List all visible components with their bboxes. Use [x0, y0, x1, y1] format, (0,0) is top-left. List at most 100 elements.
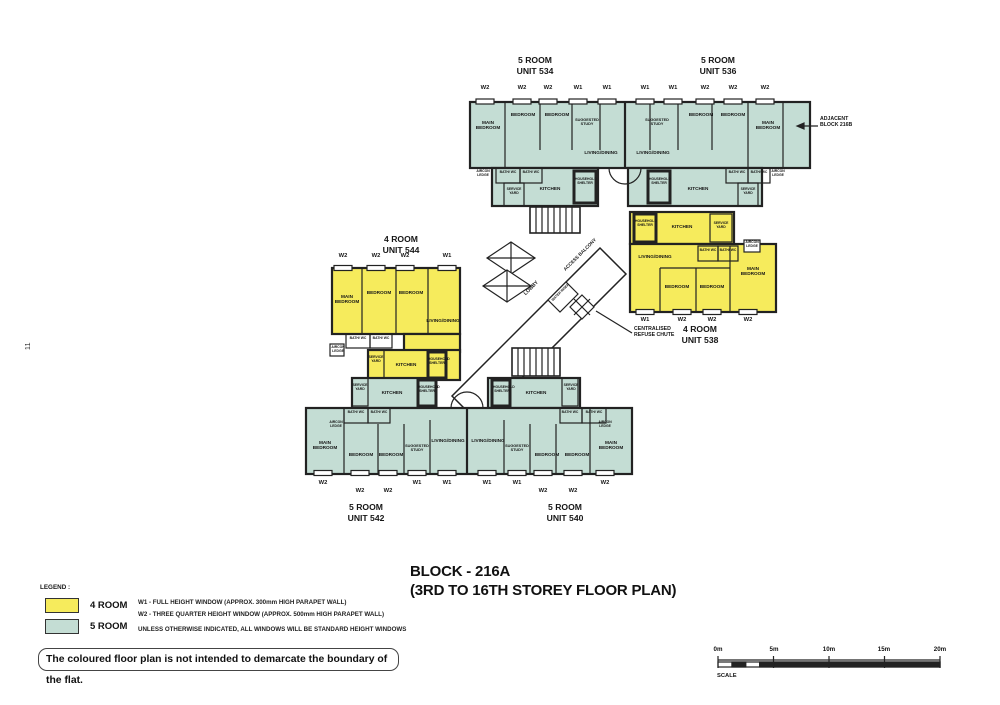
- adjacent-block-line1: ADJACENT: [820, 116, 849, 122]
- room-label: HOUSEHOLD SHELTER: [418, 385, 440, 393]
- window-marker: W2: [318, 480, 328, 486]
- room-label: SUGGESTED STUDY: [645, 118, 669, 127]
- adjacent-block-label: ADJACENT BLOCK 216B: [820, 116, 868, 129]
- unit-536-number: UNIT 536: [699, 66, 737, 77]
- room-label: BATH/ WC: [522, 170, 540, 174]
- window-marker: W1: [442, 480, 452, 486]
- scale-tick-20: 20m: [933, 646, 947, 653]
- window-marker: W2: [728, 85, 738, 91]
- room-label: BATH/ WC: [750, 170, 768, 174]
- unit-544-number: UNIT 544: [382, 245, 420, 256]
- room-label: MAIN BEDROOM: [598, 440, 624, 451]
- window-marker: W1: [640, 85, 650, 91]
- block-bottom-5room: [304, 376, 634, 477]
- room-label: BATH/ WC: [585, 410, 603, 414]
- legend-note-default: UNLESS OTHERWISE INDICATED, ALL WINDOWS …: [138, 626, 407, 633]
- page-number: 11: [22, 342, 32, 351]
- unit-534-number: UNIT 534: [516, 66, 554, 77]
- legend-swatch-4room: [45, 598, 79, 613]
- room-label: BATH/ WC: [728, 170, 746, 174]
- room-label: AIRCON LEDGE: [476, 169, 490, 177]
- room-label: BEDROOM: [534, 452, 560, 457]
- window-marker: W2: [355, 488, 365, 494]
- room-label: KITCHEN: [395, 362, 417, 367]
- unit-544-4room: [329, 264, 462, 382]
- room-label: BATH/ WC: [349, 336, 367, 340]
- room-label: MAIN BEDROOM: [312, 440, 338, 451]
- room-label: BATH/ WC: [370, 410, 388, 414]
- refuse-chute-line2: REFUSE CHUTE: [634, 331, 675, 338]
- adjacent-block-line2: BLOCK 216B: [820, 121, 853, 128]
- window-marker: W2: [700, 85, 710, 91]
- unit-title-544: 4 ROOM UNIT 544: [361, 234, 441, 256]
- room-label: AIRCON LEDGE: [329, 420, 343, 428]
- legend-note-w1: W1 - FULL HEIGHT WINDOW (APPROX. 300mm H…: [138, 599, 347, 606]
- legend-label-5room: 5 ROOM: [90, 621, 128, 632]
- room-label: BATH/ WC: [719, 248, 737, 252]
- room-label: BEDROOM: [564, 452, 590, 457]
- unit-540-number: UNIT 540: [546, 513, 584, 524]
- room-label: BEDROOM: [366, 290, 392, 295]
- lift-shafts: [481, 241, 537, 303]
- refuse-chute-box: [569, 294, 595, 320]
- room-label: KITCHEN: [381, 390, 403, 395]
- water-riser-box: [547, 281, 579, 313]
- room-label: KITCHEN: [687, 186, 709, 191]
- room-label: BATH/ WC: [699, 248, 717, 252]
- room-label: BATH/ WC: [347, 410, 365, 414]
- room-label: BEDROOM: [510, 112, 536, 117]
- unit-title-534: 5 ROOM UNIT 534: [495, 55, 575, 77]
- scale-tick-15: 15m: [877, 646, 891, 653]
- room-label: HOUSEHOLD SHELTER: [575, 177, 597, 185]
- window-marker: W2: [743, 317, 753, 323]
- room-label: BEDROOM: [664, 284, 690, 289]
- window-marker: W2: [538, 488, 548, 494]
- staircase-top: [529, 206, 581, 234]
- legend-label-4room: 4 ROOM: [90, 600, 128, 611]
- window-marker: W1: [668, 85, 678, 91]
- room-label: SUGGESTED STUDY: [405, 444, 429, 453]
- title-block: BLOCK - 216A: [410, 563, 511, 580]
- window-marker: W2: [480, 85, 490, 91]
- room-label: BATH/ WC: [372, 336, 390, 340]
- unit-title-542: 5 ROOM UNIT 542: [326, 502, 406, 524]
- legend-swatch-5room: [45, 619, 79, 634]
- room-label: BEDROOM: [348, 452, 374, 457]
- window-marker: W2: [707, 317, 717, 323]
- room-label: HOUSEHOLD SHELTER: [649, 177, 671, 185]
- legend-note-w2: W2 - THREE QUARTER HEIGHT WINDOW (APPROX…: [138, 611, 385, 618]
- window-marker: W2: [600, 480, 610, 486]
- room-label: SERVICE YARD: [352, 383, 368, 391]
- window-marker: W1: [602, 85, 612, 91]
- window-marker: W2: [371, 253, 381, 259]
- room-label: AIRCON LEDGE: [771, 169, 785, 177]
- window-marker: W1: [573, 85, 583, 91]
- room-label: SERVICE YARD: [563, 383, 579, 391]
- room-label: MAIN BEDROOM: [334, 294, 360, 305]
- unit-540-type: 5 ROOM: [548, 502, 582, 512]
- unit-title-540: 5 ROOM UNIT 540: [525, 502, 605, 524]
- room-label: AIRCON LEDGE: [331, 345, 345, 353]
- window-marker: W2: [677, 317, 687, 323]
- room-label: AIRCON LEDGE: [598, 420, 612, 428]
- room-label: LIVING/DINING: [584, 150, 618, 155]
- scale-label: SCALE: [717, 673, 737, 679]
- unit-title-536: 5 ROOM UNIT 536: [678, 55, 758, 77]
- room-label: LIVING/DINING: [431, 438, 465, 443]
- disclaimer-note: The coloured floor plan is not intended …: [38, 648, 399, 686]
- room-label: MAIN BEDROOM: [475, 120, 501, 131]
- room-label: LIVING/DINING: [426, 318, 460, 323]
- room-label: KITCHEN: [671, 224, 693, 229]
- unit-542-type: 5 ROOM: [349, 502, 383, 512]
- scale-tick-5: 5m: [769, 646, 779, 653]
- room-label: BEDROOM: [378, 452, 404, 457]
- window-marker: W1: [512, 480, 522, 486]
- window-marker: W1: [482, 480, 492, 486]
- unit-title-538: 4 ROOM UNIT 538: [660, 324, 740, 346]
- room-label: KITCHEN: [539, 186, 561, 191]
- room-label: HOUSEHOLD SHELTER: [428, 357, 450, 365]
- room-label: SERVICE YARD: [368, 355, 384, 363]
- window-marker: W2: [383, 488, 393, 494]
